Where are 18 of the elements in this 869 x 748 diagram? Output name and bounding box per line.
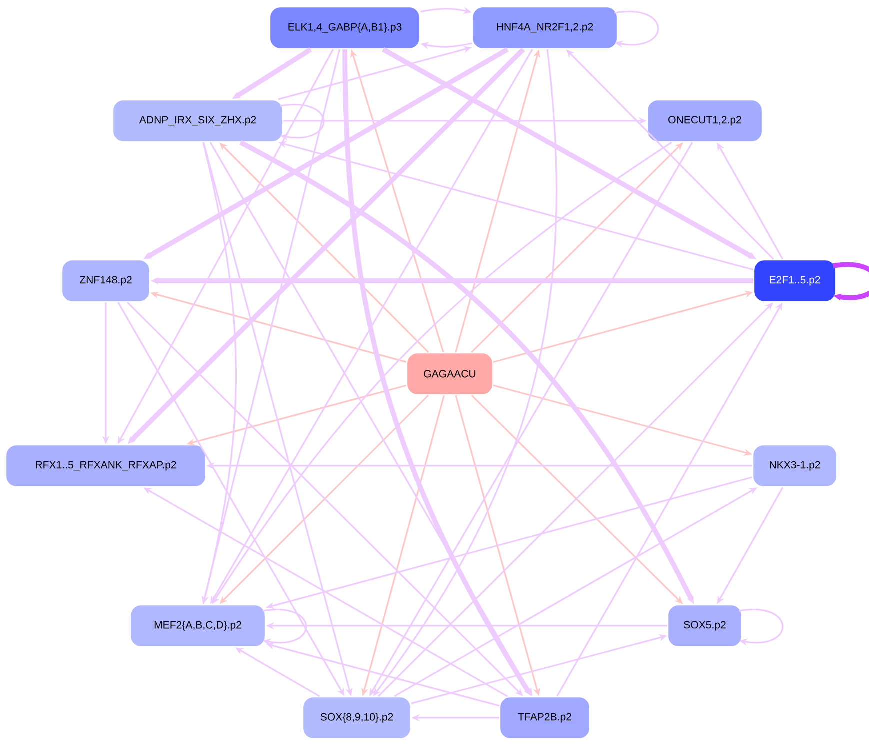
self-loop-arrow [614, 10, 660, 48]
node-box: ONECUT1,2.p2 [646, 99, 764, 143]
node-box: ELK1,4_GABP{A,B1}.p3 [269, 6, 421, 50]
node-box: NKX3-1.p2 [752, 444, 838, 488]
node-box: MEF2{A,B,C,D}.p2 [130, 604, 266, 648]
node-box: SOX5.p2 [667, 604, 743, 648]
node-box: TFAP2B.p2 [499, 696, 591, 740]
node-box: GAGAACU [406, 352, 494, 396]
self-loop-arrow [833, 262, 869, 301]
node-box: SOX{8,9,10}.p2 [302, 696, 412, 740]
node-box: ZNF148.p2 [61, 259, 151, 303]
node-box: E2F1..5.p2 [753, 259, 837, 303]
self-loop-arrow [280, 104, 325, 141]
node-box: ADNP_IRX_SIX_ZHX.p2 [112, 99, 284, 143]
node-box: HNF4A_NR2F1,2.p2 [472, 6, 618, 50]
node-box: RFX1..5_RFXANK_RFXAP.p2 [5, 444, 207, 488]
self-loop-arrow [739, 608, 784, 646]
self-loop-arrow [262, 608, 308, 646]
